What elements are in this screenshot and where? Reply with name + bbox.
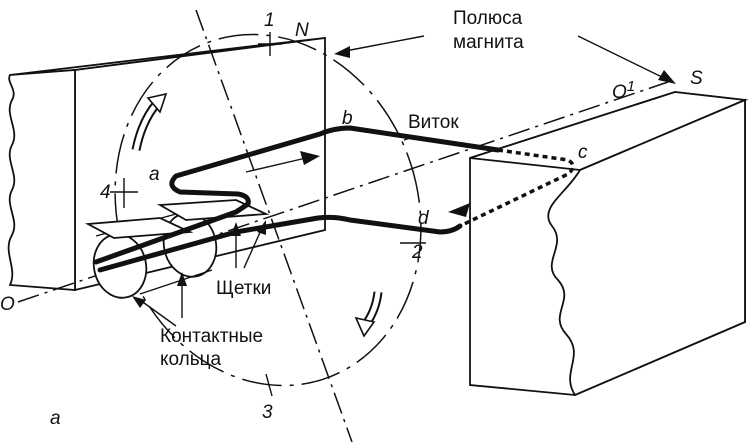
label-position-1: 1 <box>264 10 275 31</box>
label-rings-2: кольца <box>160 349 222 370</box>
label-poles-caption-1: Полюса <box>453 8 523 29</box>
label-position-3: 3 <box>262 402 273 423</box>
label-point-b: b <box>342 108 353 129</box>
label-pole-n: N <box>295 20 309 41</box>
wire-turn <box>93 125 575 273</box>
rotation-arrow-top <box>131 92 168 151</box>
label-position-2: 2 <box>411 242 423 263</box>
label-pole-s: S <box>690 68 703 89</box>
label-point-d: d <box>418 208 430 229</box>
label-position-4: 4 <box>100 182 111 203</box>
rotation-arrow-bottom <box>354 291 383 338</box>
label-turn: Виток <box>408 112 459 133</box>
label-brushes: Щетки <box>216 278 271 299</box>
magnet-pole-south <box>469 91 749 397</box>
label-rings-1: Контактные <box>160 326 263 347</box>
label-axis-o1: O1 <box>612 78 635 103</box>
label-axis-o: O <box>0 294 15 315</box>
position-ticks <box>110 32 426 397</box>
figure-letter: a <box>50 408 61 429</box>
brushes <box>84 199 270 239</box>
label-point-c: c <box>578 142 588 163</box>
label-poles-caption-2: магнита <box>453 32 524 53</box>
label-point-a: a <box>149 164 160 185</box>
leader-lines <box>132 35 676 327</box>
